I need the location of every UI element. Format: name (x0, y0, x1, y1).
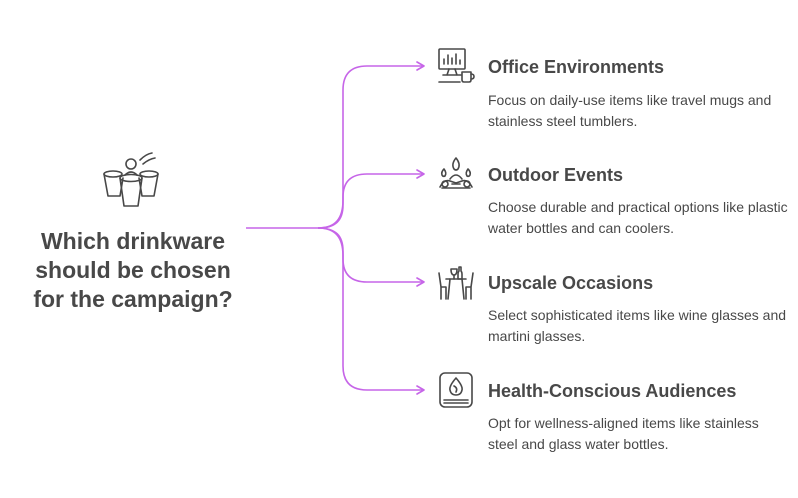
branch-title-outdoor: Outdoor Events (488, 165, 624, 185)
branch-desc-upscale: Select sophisticated items like wine gla… (488, 307, 787, 344)
water-drop-bottle-icon (436, 370, 476, 410)
branch-desc-outdoor: Choose durable and practical options lik… (488, 199, 788, 236)
connector-upscale (317, 227, 425, 287)
campfire-icon (436, 155, 476, 195)
dining-table-wine-icon (436, 263, 476, 303)
connector-office (317, 61, 425, 229)
branch-desc-office: Focus on daily-use items like travel mug… (488, 92, 772, 129)
connector-health (317, 227, 425, 395)
branch-title-upscale: Upscale Occasions (488, 273, 654, 293)
desk-monitor-mug-icon (436, 46, 476, 86)
central-question: Which drinkware should be chosen for the… (16, 227, 250, 314)
question-line: Which drinkware (40, 228, 226, 254)
branch-title-office: Office Environments (488, 57, 665, 77)
connector-outdoor (317, 169, 425, 229)
question-line: for the campaign? (33, 286, 233, 312)
question-line: should be chosen (35, 257, 231, 283)
branch-desc-health: Opt for wellness-aligned items like stai… (488, 415, 759, 452)
branch-title-health: Health-Conscious Audiences (488, 381, 737, 401)
drinkware-cups-icon (98, 148, 164, 214)
